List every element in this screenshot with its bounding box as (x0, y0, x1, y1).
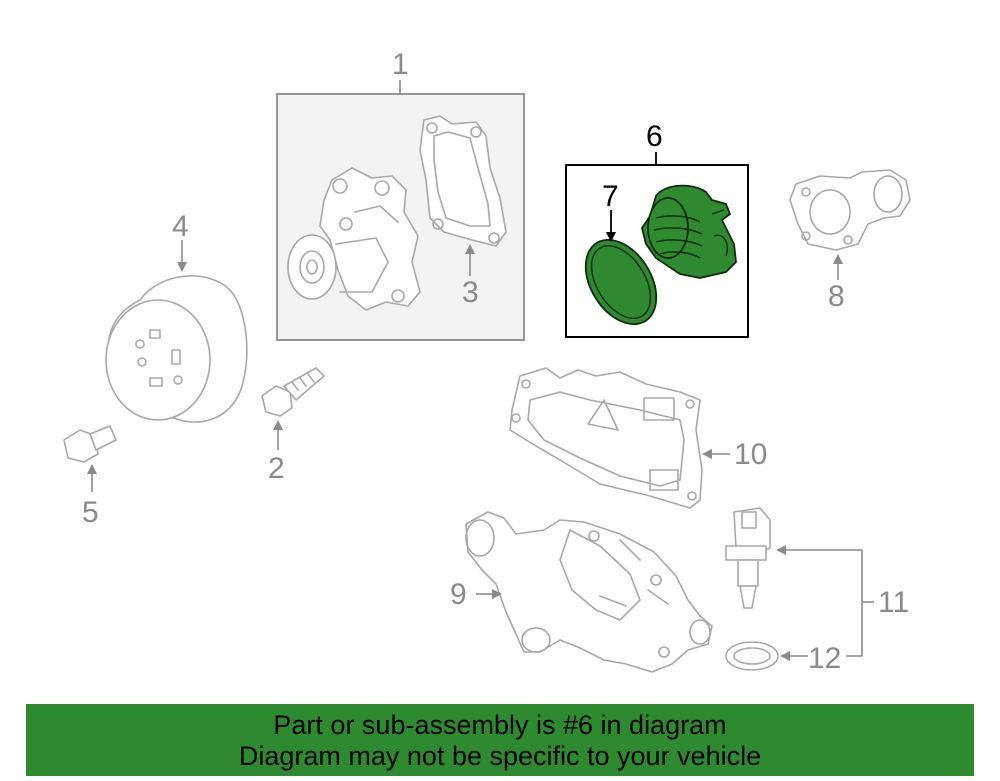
water-pump-part[interactable] (287, 167, 421, 311)
callout-6: 6 (646, 120, 663, 153)
callout-9: 9 (450, 578, 467, 611)
pulley-part[interactable] (105, 275, 248, 423)
banner-line-part: Part or sub-assembly is #6 in diagram (273, 710, 727, 740)
callout-12: 12 (808, 642, 841, 675)
thermostat-housing-part[interactable] (465, 511, 713, 673)
thermostat-part[interactable] (641, 184, 737, 279)
callout-11: 11 (878, 586, 909, 619)
pulley-bolt-part[interactable] (261, 367, 325, 417)
callout-5: 5 (82, 496, 99, 529)
sensor-o-ring-part[interactable] (725, 641, 779, 671)
callout-3: 3 (462, 276, 479, 309)
water-outlet-part[interactable] (789, 169, 911, 251)
parts-diagram: 1 2 3 4 5 6 7 8 9 10 11 12 (63, 48, 911, 675)
callout-7: 7 (602, 180, 619, 213)
callout-1: 1 (392, 48, 409, 81)
callout-8: 8 (828, 280, 845, 313)
callout-4: 4 (172, 210, 189, 243)
callout-2: 2 (268, 452, 285, 485)
temperature-sensor-part[interactable] (725, 507, 771, 609)
callout-10: 10 (734, 438, 767, 471)
housing-gasket-part[interactable] (509, 367, 703, 509)
water-pump-gasket-part[interactable] (419, 115, 507, 247)
thermostat-gasket-part[interactable] (571, 227, 671, 337)
bolt-part-5[interactable] (63, 425, 117, 463)
banner-line-disclaimer: Diagram may not be specific to your vehi… (238, 741, 762, 771)
info-banner: Part or sub-assembly is #6 in diagram Di… (26, 704, 974, 776)
